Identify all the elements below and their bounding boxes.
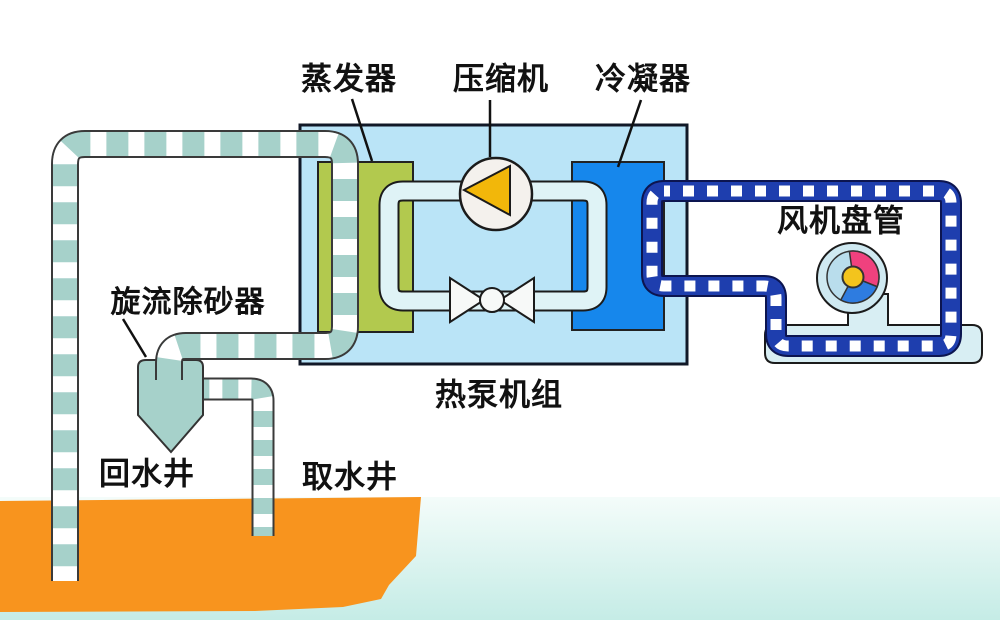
fan-coil-label: 风机盘管 — [777, 203, 905, 239]
label-pointer-lines — [121, 98, 643, 358]
return-well-label: 回水井 — [99, 456, 195, 492]
ground-water-loop-pipe — [51, 130, 359, 581]
condenser-label: 冷凝器 — [595, 61, 691, 97]
compressor-icon — [458, 156, 534, 232]
evaporator-label: 蒸发器 — [301, 61, 397, 97]
expansion-valve-icon — [449, 276, 535, 324]
cyclone-sand-remover-body — [137, 359, 204, 454]
cyclone-pointer-line — [121, 318, 148, 358]
heat-pump-unit-label: 热泵机组 — [435, 377, 563, 413]
condenser-pointer-line — [616, 99, 643, 168]
fan-hub — [841, 265, 865, 289]
intake-well-label: 取水井 — [302, 459, 398, 495]
refrigerant-loop-pipe — [378, 180, 608, 312]
intake-well-pipe — [196, 377, 275, 536]
evaporator-pointer-line — [350, 98, 374, 162]
hot-water-loop-pipe — [641, 180, 962, 357]
compressor-label: 压缩机 — [453, 61, 549, 97]
fan-coil-fan-icon — [816, 242, 888, 314]
compressor-triangle — [461, 164, 511, 217]
ground-soil — [0, 497, 421, 612]
cyclone-sand-remover-label: 旋流除砂器 — [110, 286, 266, 319]
